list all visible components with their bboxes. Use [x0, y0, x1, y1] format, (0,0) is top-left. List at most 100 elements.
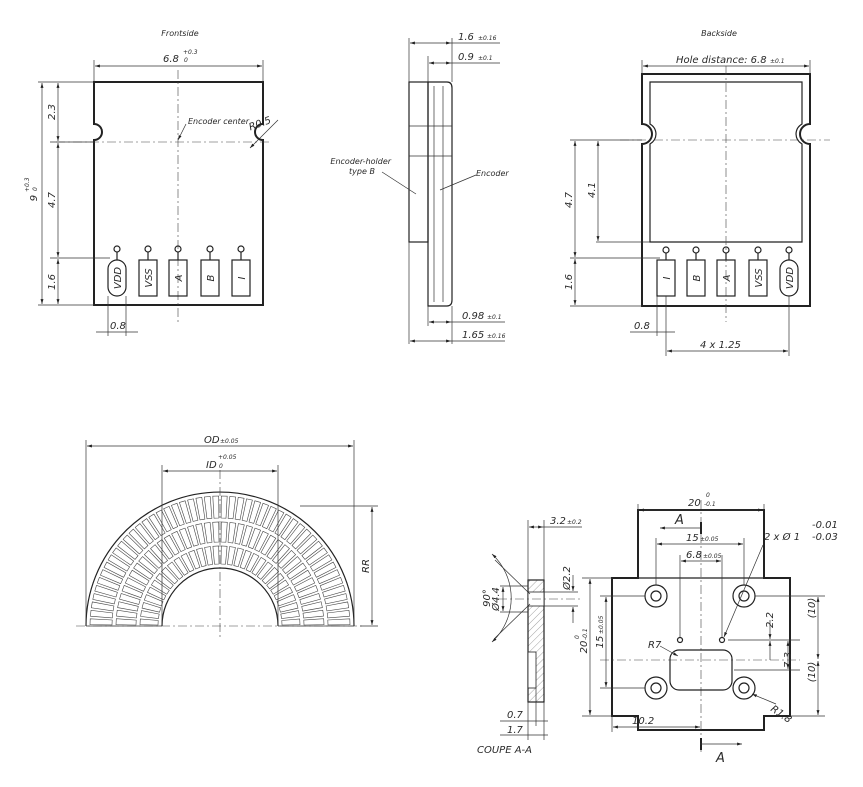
holder-holes-callout: 2 x Ø 1 [764, 531, 800, 543]
disc-slot [90, 609, 114, 619]
frontside-pad-a [168, 259, 188, 297]
section-thickness: 3.2 [550, 516, 566, 527]
side-view: 1.6 ±0.16 0.9 ±0.1 Encoder-holder type B… [330, 32, 509, 344]
side-total-bot-tol: ±0.16 [487, 333, 506, 340]
section-dim-07: 0.7 [507, 710, 524, 721]
disc-slot [163, 534, 180, 556]
disc-slot [291, 528, 312, 550]
disc-slot [309, 554, 333, 572]
holder-dim102: 10.2 [632, 716, 654, 727]
disc-od-tol: ±0.05 [220, 438, 239, 445]
section-aa-view: 90° 3.2 ±0.2 Ø2.2 Ø4.4 0.7 1.7 COUPE A-A [477, 516, 582, 756]
disc-slot [227, 496, 237, 520]
disc-slot [138, 556, 158, 575]
encoder-holder-label-line2: type B [349, 167, 375, 176]
backside-pad-label-vdd: VDD [785, 267, 796, 290]
disc-slot [241, 525, 253, 547]
encoder-holder-label: Encoder-holder type B [330, 157, 393, 176]
side-total-top-tol: ±0.16 [478, 35, 497, 42]
disc-slot [204, 546, 213, 566]
section-angle: 90° [482, 589, 493, 607]
holder-height: 20 [579, 641, 590, 654]
disc-slot [122, 534, 144, 555]
holder-vspan15-tol: ±0.05 [598, 615, 605, 634]
holder-pin-hole-right [718, 636, 726, 644]
disc-slot [313, 561, 337, 578]
backside-pad-label-i: I [662, 276, 673, 279]
frontside-pad-label-i: I [237, 276, 248, 279]
section-title: COUPE A-A [477, 745, 532, 756]
disc-slot [281, 618, 301, 626]
frontside-pad-row: VDD VSS A B I [107, 245, 251, 297]
backside-dim-a: 4.7 [564, 191, 575, 208]
holder-span68: 6.8 [686, 550, 702, 561]
frontside-encoder-center-label: Encoder center [188, 117, 250, 126]
side-enc-bot-tol: ±0.1 [487, 314, 502, 321]
disc-slot [143, 594, 164, 607]
disc-slot [121, 585, 144, 599]
disc-slot [195, 496, 206, 521]
backside-pad-label-a: A [722, 274, 733, 282]
frontside-dim-mid: 4.7 [47, 191, 58, 208]
disc-slot [134, 523, 154, 545]
disc-slot [115, 618, 137, 626]
disc-slot [282, 556, 302, 575]
section-dia-large: Ø4.4 [490, 587, 502, 612]
holder-holes-tol-lo: -0.03 [812, 532, 838, 543]
backside-pad-a [716, 259, 736, 297]
disc-slot [188, 549, 201, 570]
frontside-pad-offset: 0.8 [110, 321, 126, 332]
disc-slot [234, 523, 245, 545]
disc-slot [196, 547, 207, 568]
disc-slot [160, 566, 179, 585]
disc-slot [173, 556, 189, 576]
backside-title: Backside [701, 29, 737, 38]
frontside-pad-vss [138, 259, 158, 297]
holder-holes-tol-up: -0.01 [812, 520, 838, 531]
disc-slot [260, 534, 277, 556]
disc-id-tol-up: +0.05 [218, 454, 237, 461]
disc-slot [316, 569, 340, 585]
holder-cut-label-bot: A [715, 751, 725, 766]
disc-slot [203, 496, 213, 520]
disc-slot [278, 602, 299, 613]
disc-slot [286, 523, 306, 545]
disc-slot [119, 593, 141, 605]
disc-slot [150, 579, 170, 595]
backside-view: Backside Hole distance: 6.8 ±0.1 4.7 4.1… [564, 29, 830, 356]
disc-slot [322, 585, 346, 598]
disc-slot [128, 569, 150, 586]
frontside-view: Frontside 6.8 +0.3 0 9 +0.3 0 2.3 4.7 1.… [24, 29, 279, 336]
holder-width-tol-up: 0 [706, 492, 710, 499]
frontside-pad-b [200, 259, 220, 297]
disc-slot [203, 522, 213, 544]
frontside-pad-label-vdd: VDD [113, 267, 124, 290]
frontside-dim-top: 2.3 [47, 104, 58, 120]
frontside-pad-label-b: B [206, 274, 217, 281]
disc-slot [251, 556, 267, 576]
code-disc-view: OD ±0.05 ID +0.05 0 RR [76, 435, 378, 640]
backside-pad-label-b: B [692, 274, 703, 281]
disc-slot [143, 549, 163, 569]
disc-slot [286, 562, 307, 580]
disc-rr-label: RR [361, 559, 372, 573]
disc-slot [187, 498, 199, 522]
disc-slot [94, 585, 118, 598]
disc-slot [179, 527, 193, 550]
disc-slot [301, 601, 323, 612]
disc-id-label: ID [206, 460, 217, 471]
disc-slot [299, 593, 321, 605]
holder-dim73: 7.3 [783, 652, 794, 668]
disc-slot [148, 513, 166, 537]
disc-slot [280, 518, 299, 541]
side-plate-top-tol: ±0.1 [478, 55, 493, 62]
disc-slot [325, 601, 350, 612]
disc-slot [166, 561, 184, 580]
disc-slot [90, 601, 115, 612]
disc-slot [270, 579, 290, 595]
holder-ref-top: (10) [807, 598, 818, 619]
disc-slot [266, 539, 284, 560]
disc-slot [220, 545, 228, 565]
disc-slot [245, 552, 260, 573]
side-plate-top-value: 0.9 [458, 52, 474, 63]
